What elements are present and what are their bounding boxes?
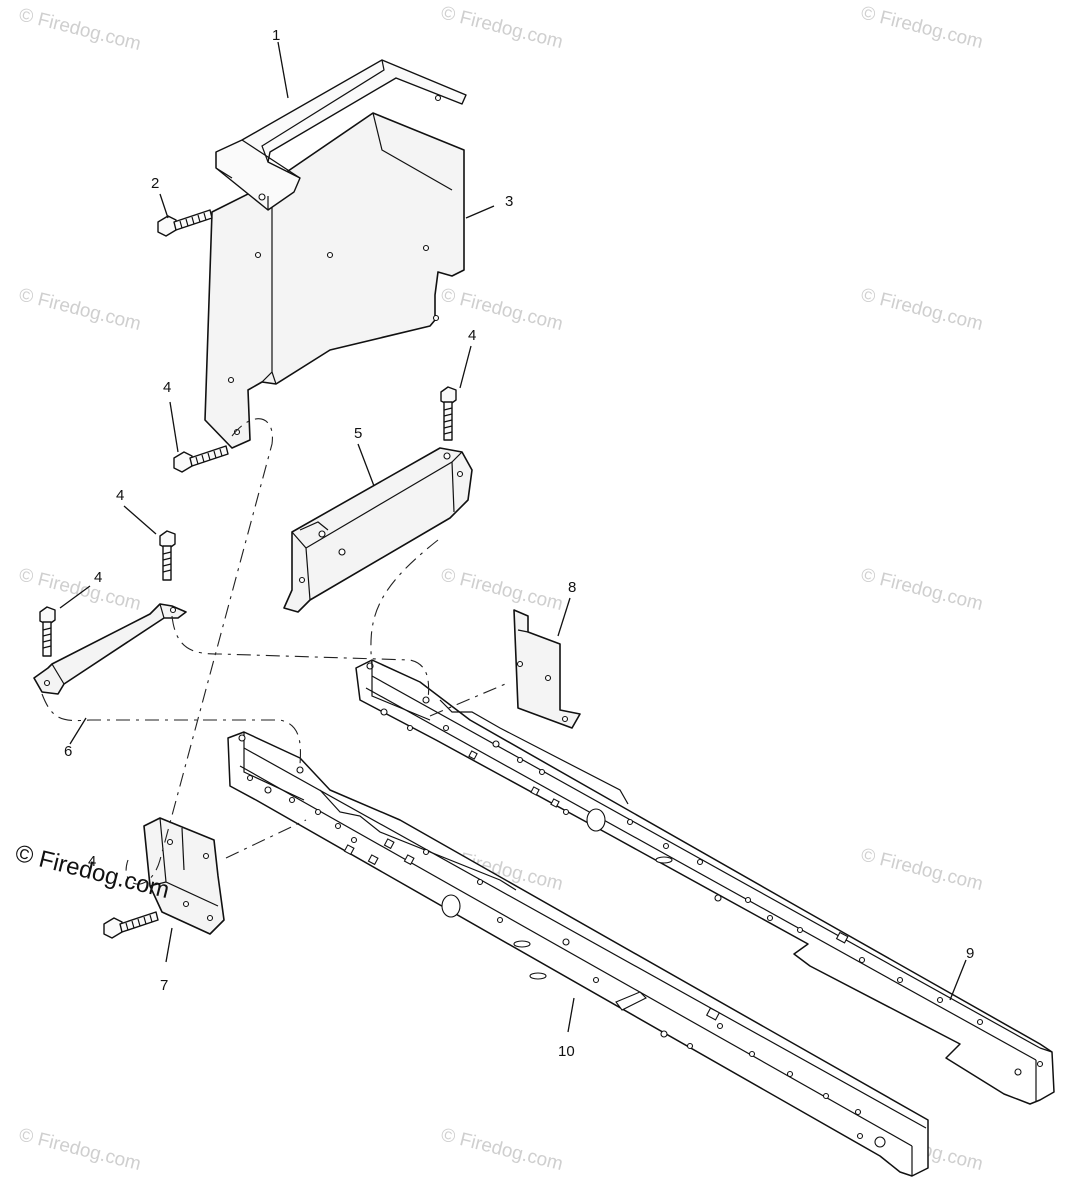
part-4-bolt-a — [173, 445, 229, 473]
watermarks: © Firedog.com © Firedog.com © Firedog.co… — [17, 2, 985, 1175]
watermark: © Firedog.com — [859, 284, 985, 335]
callout-5: 5 — [354, 425, 362, 442]
callout-1: 1 — [272, 27, 280, 44]
part-4-bolt-d — [39, 606, 56, 657]
part-8-plate — [513, 609, 581, 729]
callout-6: 6 — [64, 743, 72, 760]
part-4-bolt-b — [440, 386, 457, 441]
watermark: © Firedog.com — [439, 284, 565, 335]
assembly-lines — [41, 418, 511, 885]
watermark: © Firedog.com — [859, 564, 985, 615]
callout-4: 4 — [116, 487, 124, 504]
part-5-bracket — [283, 447, 473, 613]
callout-4: 4 — [94, 569, 102, 586]
callout-4: 4 — [468, 327, 476, 344]
watermark: © Firedog.com — [439, 1124, 565, 1175]
callout-7: 7 — [160, 977, 168, 994]
callout-labels: 1 2 3 4 4 4 4 4 5 6 7 8 9 10 — [64, 27, 974, 1060]
callout-2: 2 — [151, 175, 159, 192]
watermark: © Firedog.com — [17, 564, 143, 615]
watermark: © Firedog.com — [17, 4, 143, 55]
part-2-bolt — [157, 209, 213, 237]
watermark: © Firedog.com — [859, 844, 985, 895]
watermark: © Firedog.com — [17, 1124, 143, 1175]
callout-3: 3 — [505, 193, 513, 210]
callout-9: 9 — [966, 945, 974, 962]
watermark: © Firedog.com — [17, 284, 143, 335]
part-6-strap — [33, 603, 187, 695]
part-1-top-bracket — [215, 59, 467, 211]
callout-leaders — [59, 41, 967, 1033]
watermark: © Firedog.com — [859, 2, 985, 53]
callout-8: 8 — [568, 579, 576, 596]
part-9-frame-rail — [355, 659, 1055, 1105]
callout-10: 10 — [558, 1043, 575, 1060]
callout-4: 4 — [163, 379, 171, 396]
watermark: © Firedog.com — [439, 2, 565, 53]
part-7-corner-bracket — [143, 817, 225, 935]
callout-4: 4 — [88, 853, 96, 870]
part-4-bolt-c — [159, 530, 176, 581]
part-4-bolt-e — [103, 911, 159, 939]
watermark: © Firedog.com — [439, 564, 565, 615]
part-10-frame-rail — [227, 731, 929, 1177]
